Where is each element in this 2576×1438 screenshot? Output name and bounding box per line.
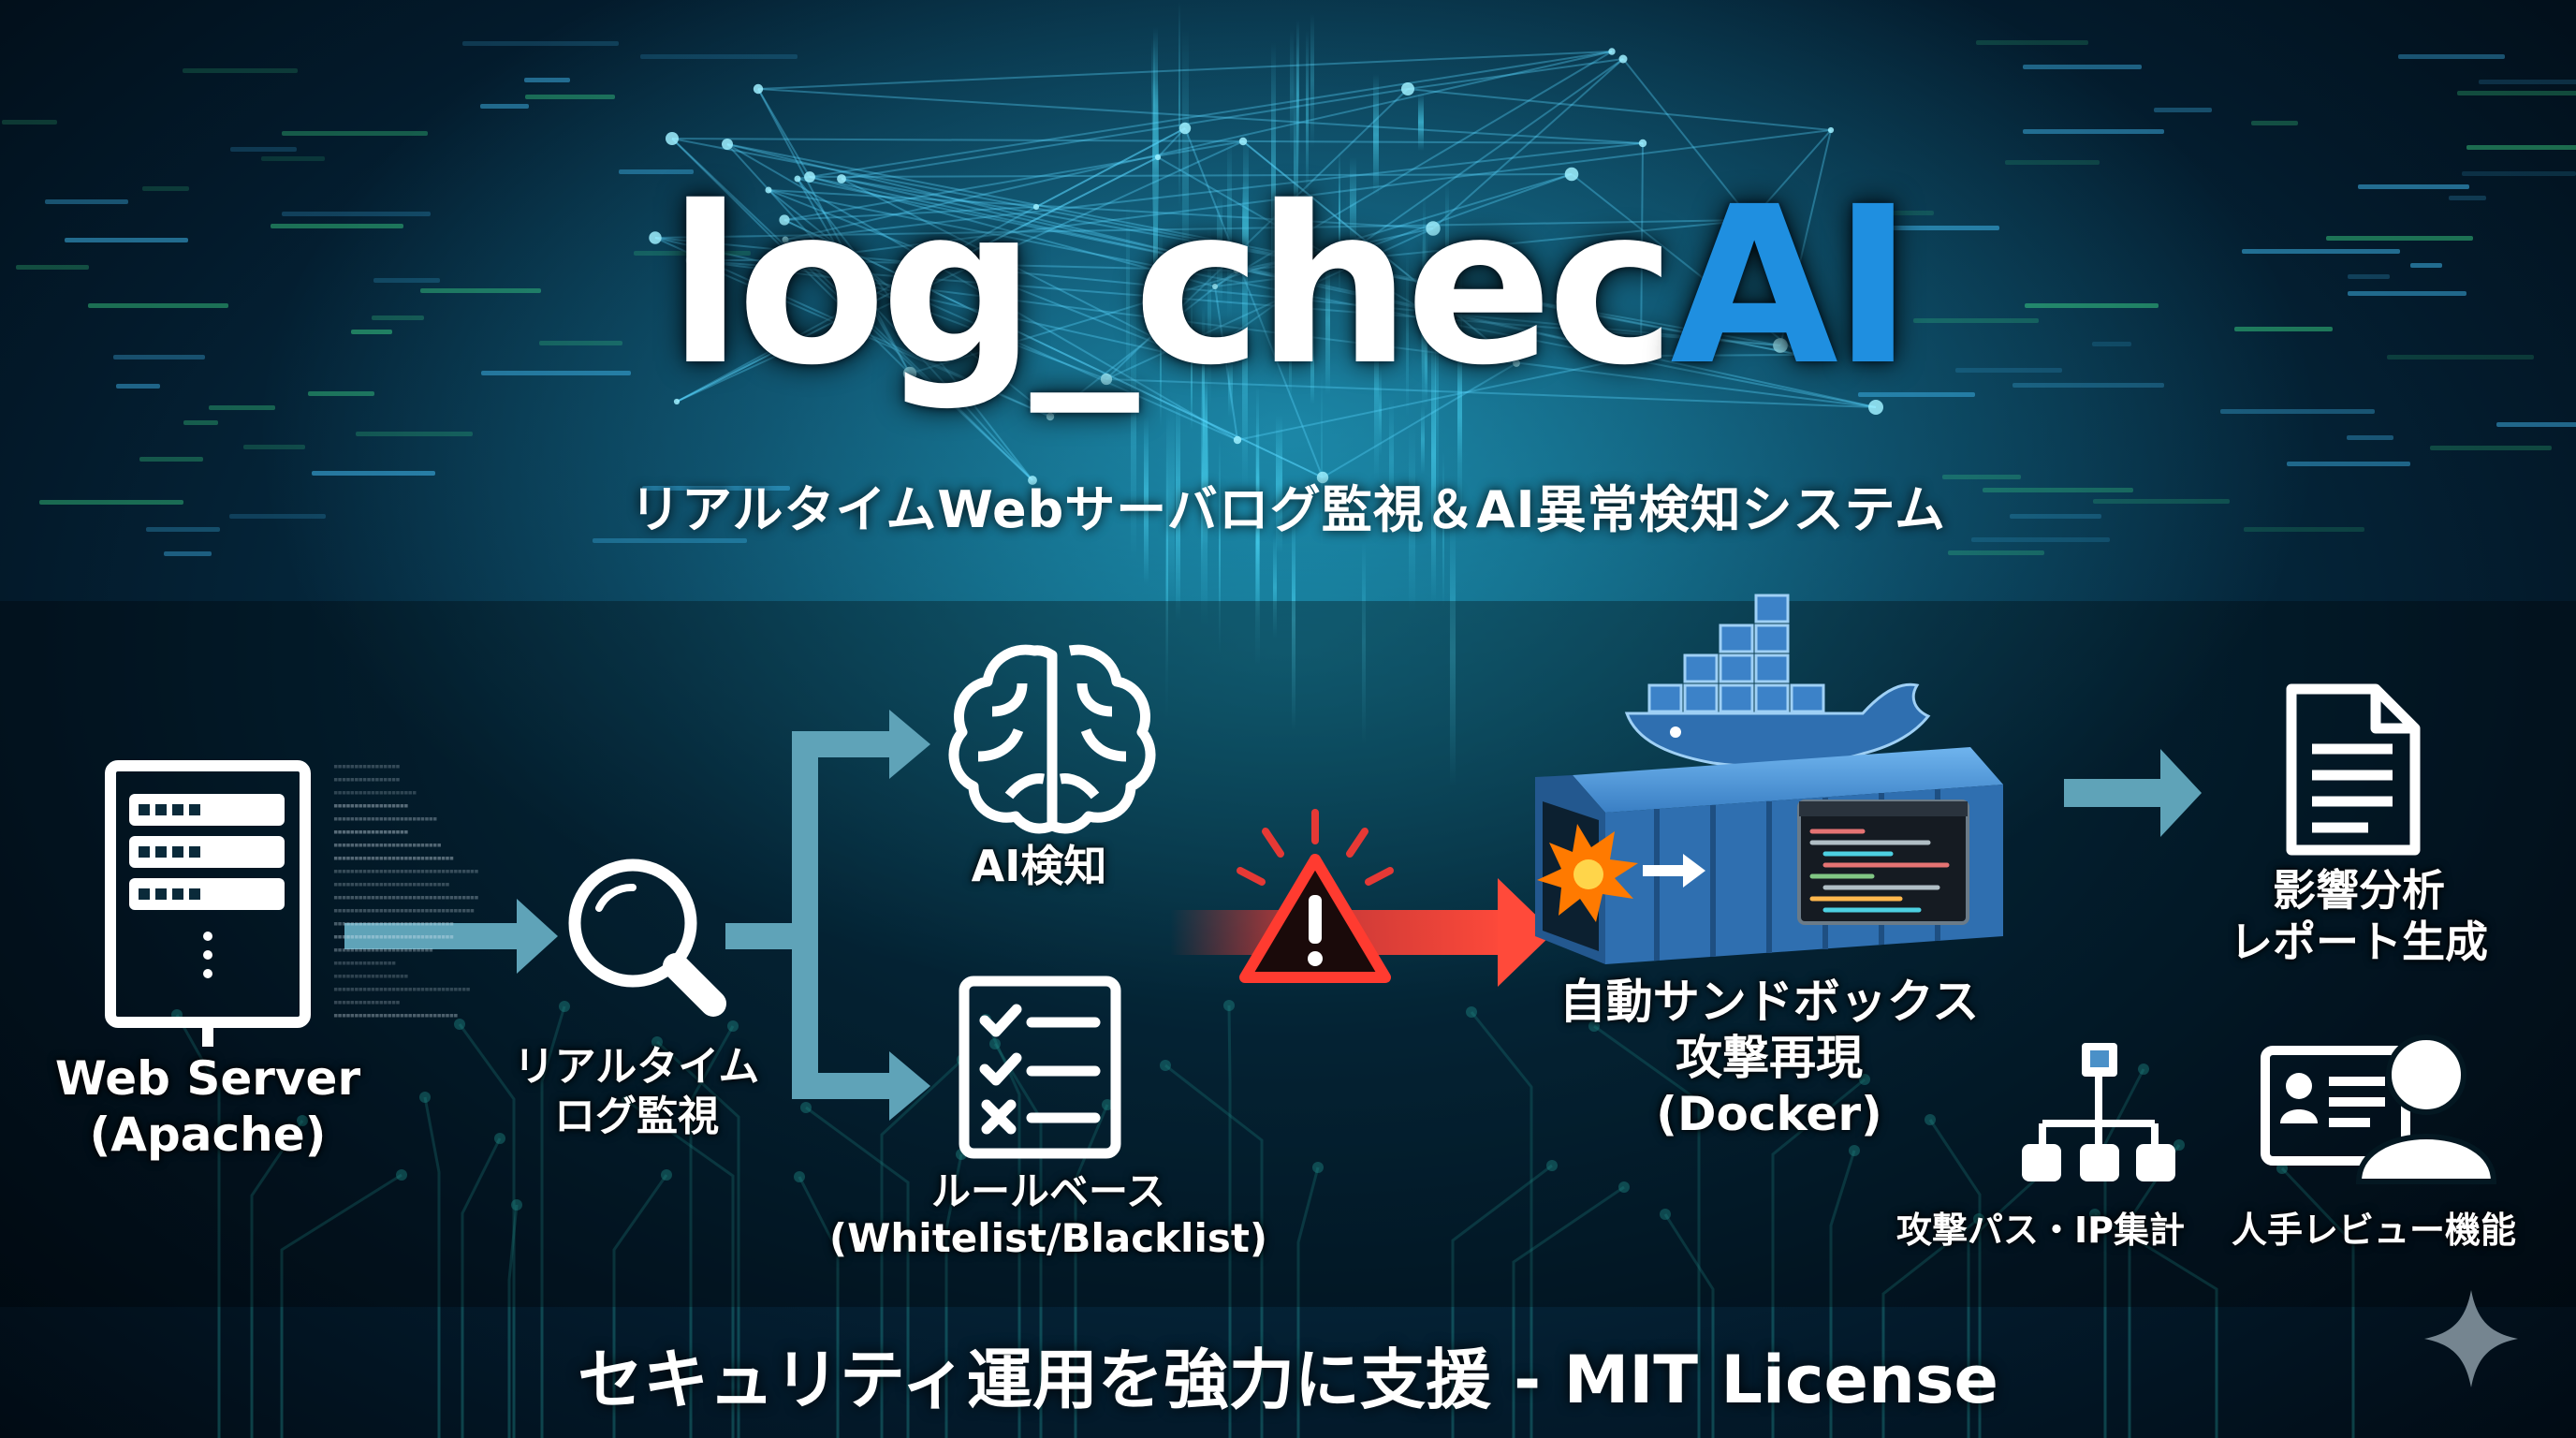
impact-report-line2: レポート生成 [2230,917,2488,968]
footer-tagline: セキュリティ運用を強力に支援 - MIT License [578,1342,1998,1418]
checklist-icon [959,976,1121,1159]
docker-whale-icon [1624,594,1931,769]
explosion-icon [1537,824,1638,922]
realtime-monitor-label: リアルタイム ログ監視 [487,1043,786,1142]
sandbox-line3: (Docker) [1656,1087,1882,1141]
rule-based-label: ルールベース (Whitelist/Blacklist) [824,1168,1273,1263]
web-server-label: Web Server (Apache) [39,1050,376,1163]
sandbox-line1: 自動サンドボックス [1559,975,1980,1029]
arrow-to-report [2064,749,2202,837]
rule-based-line1: ルールベース [931,1168,1165,1214]
server-icon [105,760,311,1047]
app-title: log_checAI [0,178,2576,395]
log-stream-text: ▪▪▪▪▪▪▪▪▪▪▪▪▪▪▪▪▪▪▪▪▪▪▪▪▪▪▪▪▪▪▪▪▪▪▪▪▪▪▪▪… [333,762,479,1020]
arrow-server-to-monitor [344,899,558,974]
sandbox-label: 自動サンドボックス 攻撃再現 (Docker) [1526,974,2012,1142]
title-accent: AI [1670,160,1913,413]
subtitle: リアルタイムWebサーバログ監視＆AI異常検知システム [629,480,1947,539]
branch-arrows [725,731,894,1099]
attack-path-label: 攻撃パス・IP集計 [1896,1210,2185,1251]
title-prefix: log_chec [667,160,1676,413]
warning-icon [1237,809,1394,983]
sparkle-icon [2424,1290,2518,1387]
ai-detection-label: AI検知 [971,841,1107,891]
rule-based-line2: (Whitelist/Blacklist) [828,1215,1268,1262]
server-slots [129,794,285,978]
web-server-name: Web Server [54,1051,361,1106]
magnifier-icon [568,858,726,1017]
web-server-type: (Apache) [89,1108,327,1162]
realtime-monitor-line2: ログ監視 [554,1092,719,1140]
terminal-icon [1797,800,1969,925]
reviewer-icon [2261,1034,2497,1184]
human-review-label: 人手レビュー機能 [2231,1210,2516,1251]
impact-report-line1: 影響分析 [2273,865,2445,916]
brain-icon [948,644,1156,834]
sandbox-line2: 攻撃再現 [1676,1031,1863,1085]
realtime-monitor-line1: リアルタイム [513,1043,760,1091]
document-icon [2286,683,2421,856]
impact-report-label: 影響分析 レポート生成 [2209,865,2509,968]
hierarchy-icon [2022,1043,2175,1181]
inner-arrow [1643,854,1705,888]
